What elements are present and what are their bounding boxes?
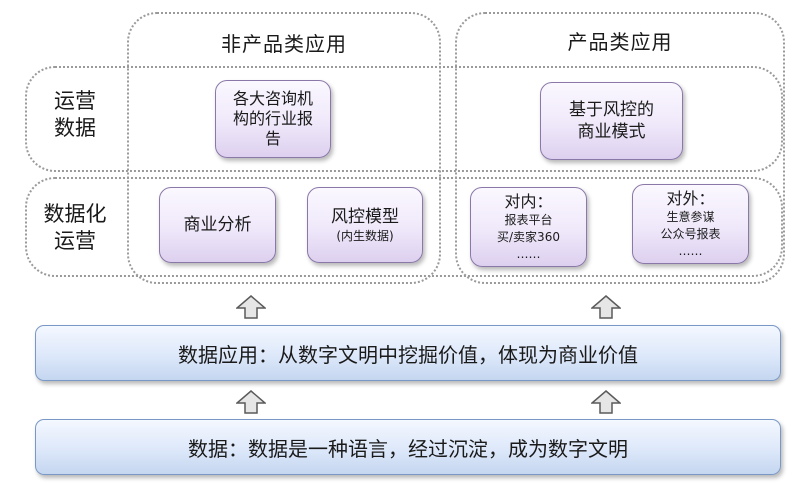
card-text-line: 告: [264, 129, 281, 148]
row-label-line: 数据化: [43, 202, 107, 226]
data-application-bar[interactable]: 数据应用：从数字文明中挖掘价值，体现为商业价值: [35, 325, 781, 381]
card-text-line: 构的行业报: [232, 109, 313, 128]
card-line: 公众号报表: [660, 226, 721, 241]
up-arrow-icon: [591, 295, 621, 319]
column-title-product: 产品类应用: [567, 30, 673, 54]
card-text-line: 商业模式: [577, 122, 646, 142]
row-label-line: 运营: [54, 89, 96, 113]
card-line: 生意参谋: [666, 209, 715, 224]
card-title: 风控模型: [331, 206, 399, 227]
row-label-line: 运营: [54, 229, 96, 253]
card-consulting-reports[interactable]: 各大咨询机 构的行业报 告: [215, 80, 331, 158]
card-line: 买/卖家360: [497, 229, 560, 244]
card-text-line: 基于风控的: [569, 100, 654, 120]
card-line: ……: [678, 243, 703, 258]
card-business-analysis[interactable]: 商业分析: [159, 187, 276, 263]
non-product-column-frame: [127, 12, 441, 284]
row-label-line: 数据: [54, 116, 96, 140]
card-subtitle: (内生数据): [336, 228, 394, 243]
card-external[interactable]: 对外： 生意参谋 公众号报表 ……: [632, 184, 749, 264]
data-driven-ops-row-frame: [25, 177, 783, 277]
card-risk-model[interactable]: 风控模型 (内生数据): [307, 187, 423, 263]
row-label-operations-data: 运营 数据: [35, 88, 115, 142]
card-text-line: 各大咨询机: [232, 89, 313, 108]
card-title: 对内：: [504, 191, 553, 211]
up-arrow-icon: [236, 295, 266, 319]
data-bar[interactable]: 数据：数据是一种语言，经过沉淀，成为数字文明: [35, 419, 781, 475]
card-title: 对外：: [666, 188, 715, 208]
card-line: 报表平台: [504, 212, 553, 227]
operations-data-row-frame: [25, 66, 783, 172]
up-arrow-icon: [591, 390, 621, 414]
row-label-data-driven-ops: 数据化 运营: [35, 201, 115, 255]
column-title-non-product: 非产品类应用: [221, 32, 347, 56]
card-internal[interactable]: 对内： 报表平台 买/卖家360 ……: [470, 187, 587, 267]
card-line: ……: [516, 246, 541, 261]
card-title: 商业分析: [183, 215, 252, 235]
up-arrow-icon: [236, 390, 266, 414]
product-column-frame: [455, 12, 785, 284]
card-risk-business-model[interactable]: 基于风控的 商业模式: [540, 82, 683, 160]
